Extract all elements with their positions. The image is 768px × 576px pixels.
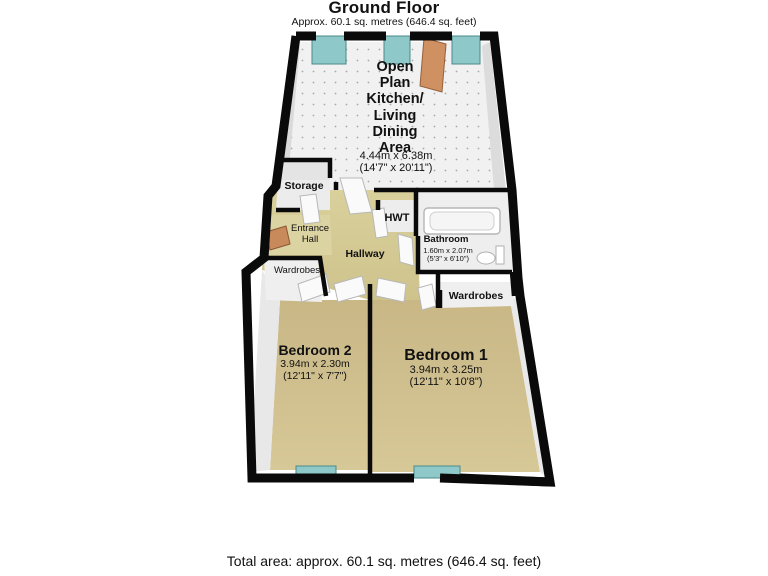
floor-title: Ground Floor	[328, 0, 440, 17]
bedroom-2-wall-face	[250, 270, 280, 472]
bedroom-1-label: Bedroom 1	[404, 347, 488, 364]
open-plan-door	[419, 37, 447, 93]
hallway-label: Hallway	[345, 248, 385, 260]
open-plan-label: Open Plan Kitchen/ Living Dining Area	[366, 59, 424, 157]
wardrobes-left-label: Wardrobes	[273, 265, 321, 276]
hwt-cupboard	[378, 200, 416, 232]
bedroom-2-label: Bedroom 2	[278, 342, 352, 358]
bedroom-1-dimensions: 3.94m x 3.25m (12'11" x 10'8")	[409, 364, 483, 389]
storage-label: Storage	[284, 180, 324, 192]
open-plan-dimensions: 4.44m x 6.38m (14'7" x 20'11")	[359, 150, 433, 175]
internal-doors	[297, 177, 437, 311]
bedroom-1-floor	[372, 300, 540, 472]
bedroom-2-floor	[270, 300, 370, 470]
interior-walls	[264, 157, 517, 478]
bathroom-label: Bathroom	[423, 234, 469, 245]
bathroom-dimensions: 1.60m x 2.07m (5'3" x 6'10")	[423, 246, 473, 264]
floor-area-subtitle: Approx. 60.1 sq. metres (646.4 sq. feet)	[291, 16, 477, 28]
total-area-footer: Total area: approx. 60.1 sq. metres (646…	[226, 553, 542, 569]
open-plan-floor	[276, 42, 506, 190]
toilet	[476, 251, 496, 265]
storage-wall-face	[278, 160, 330, 180]
wardrobes-right-label: Wardrobes	[448, 290, 504, 302]
wardrobes-right	[440, 282, 514, 308]
open-plan-right-wall-face	[482, 42, 506, 190]
bedroom-2-dimensions: 3.94m x 2.30m (12'11" x 7'7")	[280, 358, 350, 382]
entrance-hall-label: Entrance Hall	[290, 223, 330, 245]
hwt-label: HWT	[384, 212, 410, 224]
